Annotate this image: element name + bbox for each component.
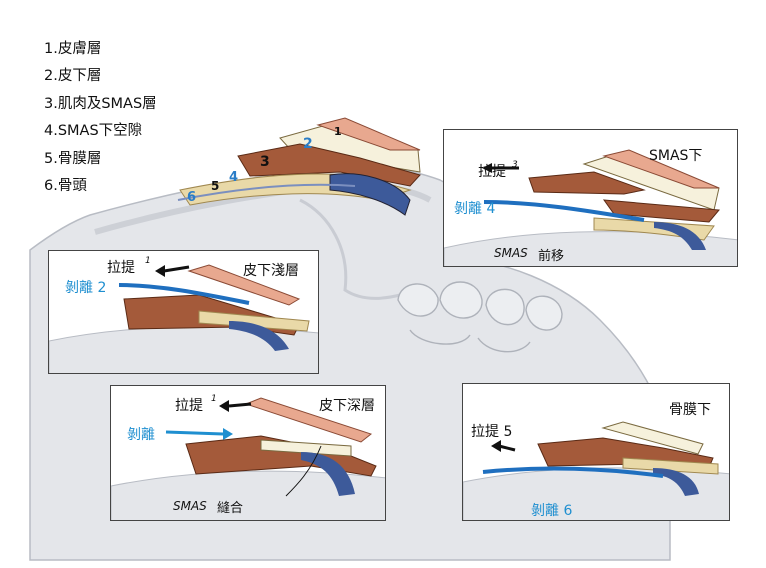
main-layer-stack — [177, 117, 421, 216]
panel-deep-smas-note2: 縫合 — [217, 501, 244, 516]
panel-sub-smas-pull-number: 3 — [512, 160, 518, 170]
panel-superficial-dissect-label: 剝離 2 — [65, 280, 107, 296]
panel-subperiosteal-pull-label: 拉提 5 — [471, 424, 513, 440]
panel-sub-smas-dissect-label: 剝離 4 — [454, 201, 496, 217]
panel-superficial-title: 皮下淺層 — [243, 263, 299, 279]
main-label-6: 6 — [187, 190, 196, 205]
panel-superficial-pull-number: 1 — [145, 256, 151, 266]
panel-sub-smas-title: SMAS下 — [649, 148, 703, 164]
panel-deep-title: 皮下深層 — [319, 398, 375, 414]
panel-sub-smas-pull-label: 拉提 — [478, 164, 506, 180]
panel-sub-smas: SMAS下 拉提 3 剝離 4 SMAS 前移 — [443, 129, 738, 267]
legend-item: 6.骨頭 — [44, 178, 87, 195]
panel-deep-dissect-label: 剝離 — [127, 427, 155, 443]
panel-superficial-pull-label: 拉提 — [107, 260, 135, 276]
legend-item: 2.皮下層 — [44, 68, 102, 85]
panel-subperiosteal-illustration — [463, 421, 729, 520]
panel-superficial-subcutaneous: 皮下淺層 拉提 1 剝離 2 — [48, 250, 319, 374]
panel-deep-pull-label: 拉提 — [175, 398, 203, 414]
panel-subperiosteal: 骨膜下 拉提 5 剝離 6 — [462, 383, 730, 521]
legend-item: 5.骨膜層 — [44, 150, 102, 167]
legend-item: 4.SMAS下空隙 — [44, 123, 143, 140]
panel-sub-smas-note: SMAS — [494, 246, 528, 260]
panel-deep-illustration — [111, 397, 385, 520]
main-label-5: 5 — [211, 179, 219, 193]
panel-deep-subcutaneous: 皮下深層 拉提 1 剝離 SMAS 縫合 — [110, 385, 386, 521]
main-label-1: 1 — [334, 125, 342, 138]
panel-sub-smas-illustration — [444, 149, 737, 266]
panel-deep-pull-number: 1 — [211, 394, 217, 404]
panel-deep-smas-note: SMAS — [173, 499, 207, 513]
panel-subperiosteal-title: 骨膜下 — [669, 402, 711, 418]
teeth — [397, 281, 563, 353]
main-label-2: 2 — [303, 136, 313, 152]
panel-subperiosteal-dissect-label: 剝離 6 — [531, 503, 573, 519]
panel-sub-smas-note2: 前移 — [538, 249, 565, 264]
legend-item: 3.肌肉及SMAS層 — [44, 95, 157, 112]
panel-superficial-illustration — [49, 264, 318, 373]
main-label-3: 3 — [260, 154, 270, 170]
main-label-4: 4 — [229, 170, 238, 185]
legend-item: 1.皮膚層 — [44, 41, 102, 57]
layer-legend: 1.皮膚層 2.皮下層 3.肌肉及SMAS層 4.SMAS下空隙 5.骨膜層 6… — [44, 36, 157, 200]
